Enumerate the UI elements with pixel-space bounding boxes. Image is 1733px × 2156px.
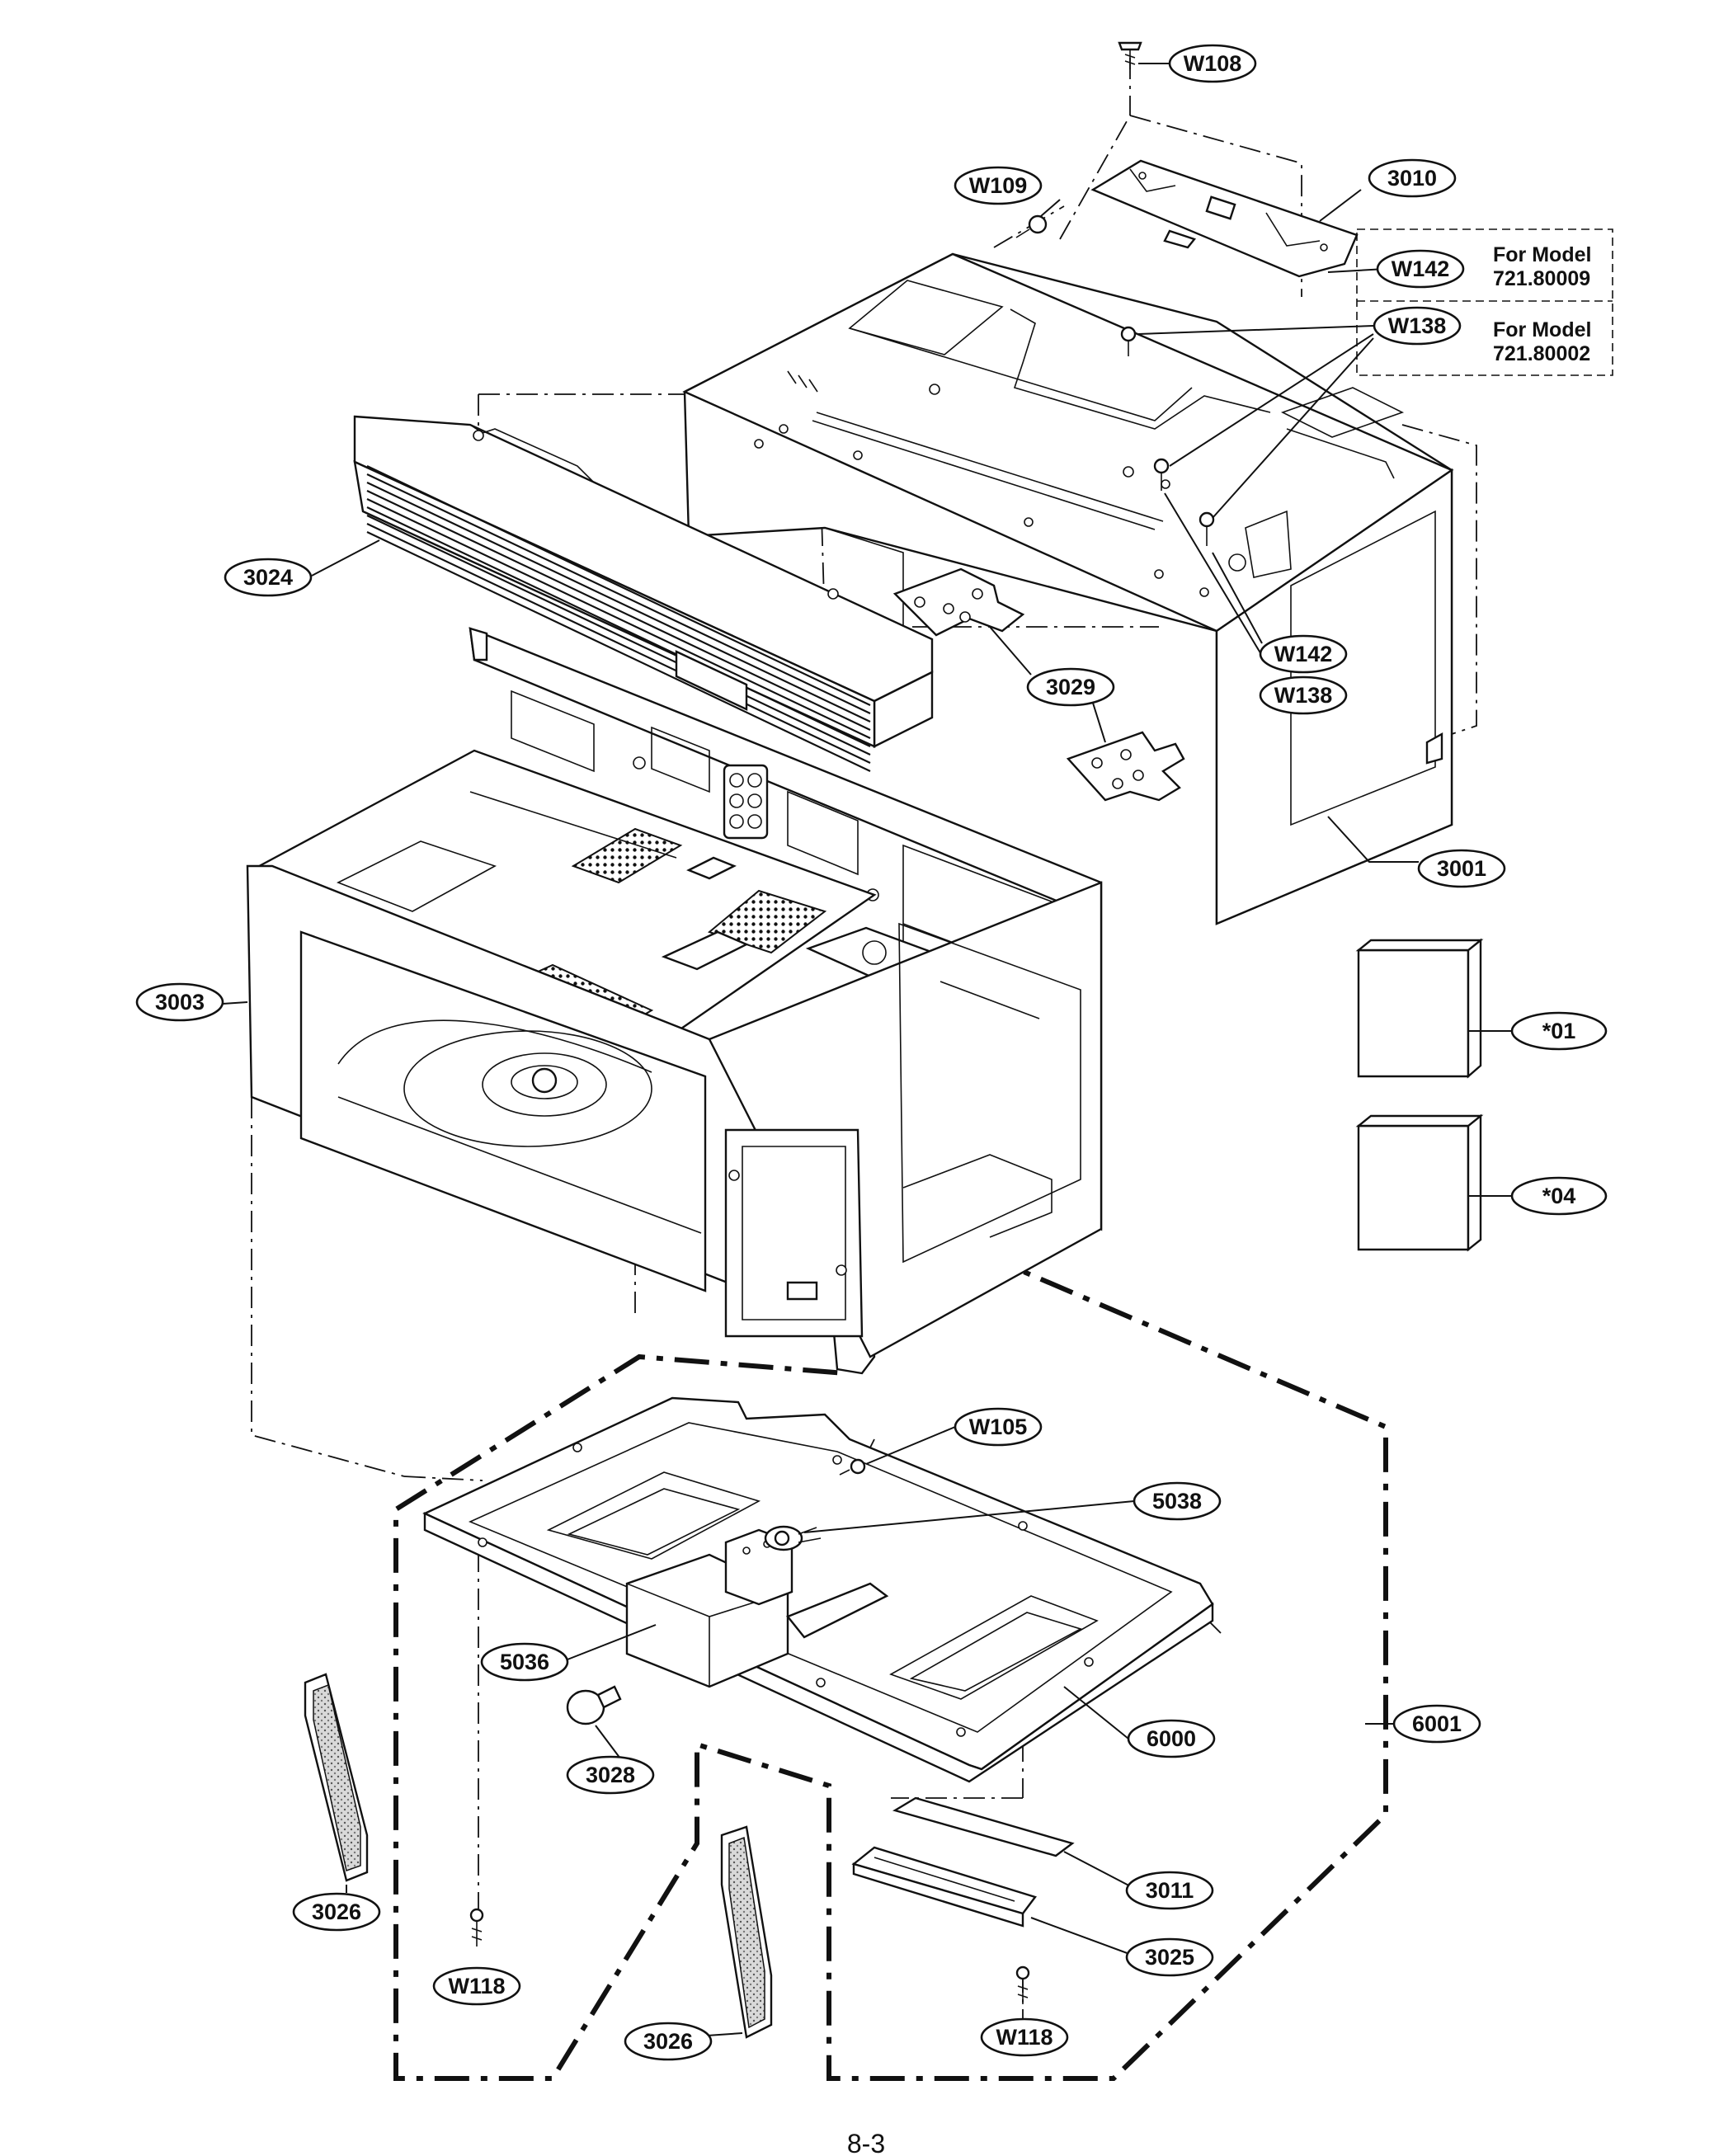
- callout-w142-mid-label: W142: [1274, 642, 1333, 666]
- callout-3029-label: 3029: [1046, 675, 1095, 699]
- callout-3028-label: 3028: [586, 1763, 635, 1787]
- thermostat-5038[interactable]: [764, 1525, 822, 1551]
- callouts: W108 W109 3010 W142 W138 3024 W142 W138: [135, 44, 1608, 2061]
- callout-w105[interactable]: W105: [954, 1407, 1043, 1447]
- callout-3025[interactable]: 3025: [1125, 1937, 1214, 1977]
- callout-3010[interactable]: 3010: [1368, 158, 1457, 198]
- leader-lines: [222, 63, 1512, 2038]
- lamp-housing-5036[interactable]: [625, 1528, 889, 1688]
- callout-5038-label: 5038: [1152, 1489, 1202, 1513]
- callout-3028[interactable]: 3028: [566, 1755, 655, 1795]
- callout-3026-mid-label: 3026: [643, 2029, 693, 2054]
- callout-w118-left-label: W118: [448, 1974, 505, 1998]
- screw-w109[interactable]: [1015, 214, 1048, 238]
- box-01[interactable]: [1355, 938, 1484, 1079]
- callout-3011[interactable]: 3011: [1125, 1871, 1214, 1910]
- model-note-2-label: For Model: [1493, 318, 1591, 341]
- screw-w118-right[interactable]: [1015, 1965, 1030, 2004]
- callout-3024-label: 3024: [243, 565, 293, 590]
- page-number: 8-3: [847, 2129, 885, 2156]
- callout-3003[interactable]: 3003: [135, 982, 224, 1022]
- model-note-2-number: 721.80002: [1493, 342, 1590, 365]
- screw-w138-mid[interactable]: [1153, 458, 1170, 491]
- model-note-1-label: For Model: [1493, 243, 1591, 266]
- oven-cavity-3003[interactable]: [246, 627, 1103, 1375]
- callout-01-label: *01: [1542, 1019, 1576, 1043]
- vent-grille-3024[interactable]: [353, 415, 934, 772]
- callout-w138-mid[interactable]: W138: [1259, 676, 1348, 715]
- callout-3026-left[interactable]: 3026: [292, 1892, 381, 1932]
- callout-3026-left-label: 3026: [312, 1899, 361, 1924]
- callout-5036-label: 5036: [500, 1650, 549, 1674]
- callout-3029[interactable]: 3029: [1026, 667, 1115, 707]
- callout-w108[interactable]: W108: [1168, 44, 1257, 83]
- screw-w142-mid[interactable]: [1199, 511, 1215, 546]
- callout-01[interactable]: *01: [1510, 1011, 1608, 1051]
- callout-3024[interactable]: 3024: [224, 558, 313, 597]
- callout-w142-mid[interactable]: W142: [1259, 634, 1348, 674]
- callout-w142-top[interactable]: W142: [1376, 249, 1465, 289]
- callout-w138-mid-label: W138: [1274, 683, 1333, 708]
- box-04[interactable]: [1355, 1113, 1484, 1252]
- callout-3026-mid[interactable]: 3026: [624, 2022, 713, 2061]
- filter-cover-3025[interactable]: [851, 1846, 1037, 1928]
- base-plate-6000[interactable]: [422, 1396, 1214, 1783]
- callout-w108-label: W108: [1184, 51, 1242, 76]
- callout-w118-left[interactable]: W118: [432, 1966, 521, 2006]
- top-bracket-3010[interactable]: [1090, 159, 1359, 278]
- callout-6000-label: 6000: [1147, 1726, 1196, 1751]
- outer-case-3001[interactable]: [682, 252, 1454, 925]
- callout-5036[interactable]: 5036: [480, 1642, 569, 1682]
- callout-w118-right-label: W118: [996, 2025, 1053, 2050]
- bracket-3029-upper[interactable]: [892, 567, 1025, 637]
- callout-04-label: *04: [1542, 1184, 1576, 1208]
- callout-w142-top-label: W142: [1392, 257, 1450, 281]
- lamp-bulb-3028[interactable]: [566, 1685, 622, 1725]
- callout-5038[interactable]: 5038: [1133, 1481, 1222, 1521]
- callout-w105-label: W105: [969, 1415, 1028, 1439]
- screw-w108[interactable]: [1118, 41, 1142, 69]
- callout-w109-label: W109: [969, 173, 1028, 198]
- callout-3003-label: 3003: [155, 990, 205, 1014]
- base-assembly-outline: [393, 1250, 1388, 2081]
- callout-6001[interactable]: 6001: [1392, 1704, 1481, 1744]
- model-notes: For Model 721.80009 For Model 721.80002: [1356, 228, 1613, 376]
- callout-3025-label: 3025: [1145, 1945, 1194, 1970]
- callout-3001-label: 3001: [1437, 856, 1486, 881]
- callout-6000[interactable]: 6000: [1127, 1719, 1216, 1758]
- grease-filter-3026-mid[interactable]: [720, 1825, 773, 2039]
- cover-3011[interactable]: [892, 1796, 1075, 1857]
- bracket-3029-lower[interactable]: [1066, 731, 1185, 802]
- callout-3001[interactable]: 3001: [1417, 849, 1506, 888]
- screw-w105[interactable]: [839, 1458, 866, 1476]
- callout-w109[interactable]: W109: [954, 166, 1043, 205]
- callout-3011-label: 3011: [1146, 1878, 1194, 1903]
- callout-04[interactable]: *04: [1510, 1176, 1608, 1216]
- screw-w138-top[interactable]: [1120, 326, 1137, 356]
- callout-3010-label: 3010: [1387, 166, 1437, 191]
- screw-w118-left[interactable]: [469, 1908, 484, 1947]
- callout-w118-right[interactable]: W118: [980, 2017, 1069, 2057]
- callout-w138-top[interactable]: W138: [1373, 306, 1462, 346]
- callout-6001-label: 6001: [1412, 1711, 1462, 1736]
- model-note-1-number: 721.80009: [1493, 267, 1590, 290]
- grease-filter-3026-left[interactable]: [304, 1673, 369, 1882]
- callout-w138-top-label: W138: [1388, 313, 1447, 338]
